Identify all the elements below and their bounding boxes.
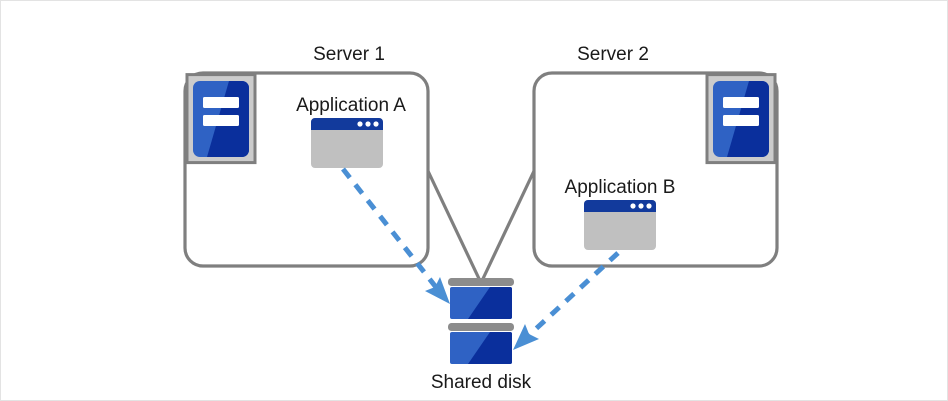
application-a-to-disk-arrow (341, 167, 450, 304)
server-icon (193, 81, 249, 157)
server1-to-disk-line (426, 170, 484, 286)
application-b-to-disk-arrow (513, 251, 620, 350)
shared-disk-icon (448, 278, 514, 364)
application-b-label: Application B (565, 177, 676, 198)
connector-group (426, 170, 536, 286)
arrow-group (341, 167, 620, 350)
shared-disk-label: Shared disk (431, 372, 532, 393)
server2-group[interactable]: Server 2 Application B (532, 44, 779, 268)
application-a-label: Application A (296, 95, 406, 116)
server2-icon-frame (705, 73, 777, 165)
shared-disk-group[interactable]: Shared disk (431, 278, 532, 393)
application-b-window-icon (584, 200, 656, 250)
server1-title: Server 1 (313, 44, 385, 65)
disk-unit-top (448, 278, 514, 319)
disk-unit-bottom (448, 323, 514, 364)
server-icon (713, 81, 769, 157)
server1-group[interactable]: Server 1 Application A (183, 44, 430, 268)
server2-title: Server 2 (577, 44, 649, 65)
server1-icon-frame (185, 73, 257, 165)
application-a-window-icon (311, 118, 383, 168)
server2-to-disk-line (478, 170, 536, 286)
